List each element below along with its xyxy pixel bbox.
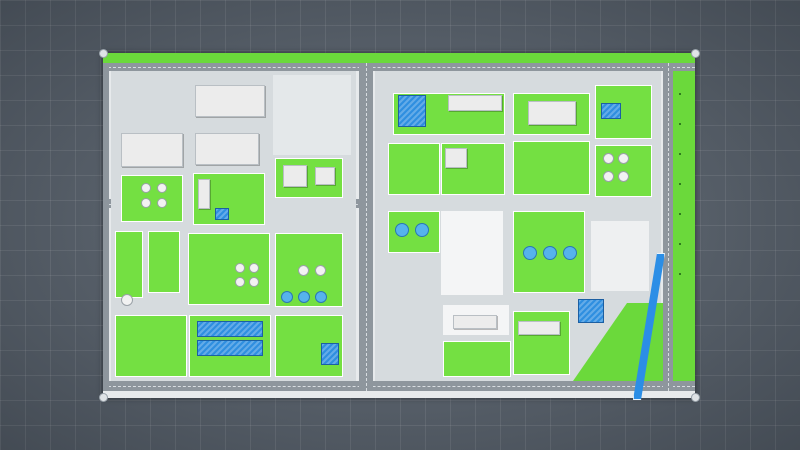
tank-e9 (563, 246, 577, 260)
drag-handle-icon[interactable] (691, 393, 700, 402)
building-e1[interactable] (448, 95, 502, 111)
west-lawn-2 (193, 173, 265, 225)
east-lawn-4 (388, 143, 440, 195)
tank-farm-pad (441, 211, 503, 295)
basin-w2 (321, 343, 339, 365)
tank-w13 (298, 265, 309, 276)
warehouse-a[interactable] (195, 85, 265, 117)
control-building-w[interactable] (283, 165, 307, 187)
west-lawn-5 (148, 231, 180, 293)
tree-icon (679, 213, 681, 215)
building-e2[interactable] (528, 101, 576, 125)
warehouse-c[interactable] (195, 133, 259, 165)
tree-icon (679, 123, 681, 125)
south-road (103, 381, 695, 391)
tank-w2 (157, 183, 167, 193)
tank-w3 (141, 198, 151, 208)
northwest-lot (273, 75, 351, 155)
north-road (103, 63, 695, 71)
office-w[interactable] (315, 167, 335, 185)
east-green-strip (673, 71, 695, 381)
drag-handle-icon[interactable] (99, 393, 108, 402)
east-lawn-10 (591, 221, 649, 291)
building-e4[interactable] (453, 315, 497, 329)
drag-handle-icon[interactable] (691, 49, 700, 58)
basin-w1 (215, 208, 229, 220)
tank-w9 (249, 277, 259, 287)
tank-w12 (315, 291, 327, 303)
tank-w5 (121, 294, 133, 306)
tree-icon (679, 243, 681, 245)
east-lawn-6 (513, 141, 590, 195)
tank-w11 (298, 291, 310, 303)
building-e5[interactable] (518, 321, 560, 335)
tank-e4 (618, 171, 629, 182)
west-edge-road (103, 63, 109, 391)
tree-icon (679, 93, 681, 95)
tank-e1 (603, 153, 614, 164)
sedimentation-basin-2 (197, 340, 263, 356)
west-lawn-8 (115, 315, 187, 377)
building-e3[interactable] (445, 148, 467, 168)
site-plan-map[interactable] (103, 53, 695, 400)
east-lawn-11 (443, 341, 511, 377)
drag-handle-icon[interactable] (99, 49, 108, 58)
tank-e3 (603, 171, 614, 182)
tank-e5 (395, 223, 409, 237)
tank-w6 (235, 263, 245, 273)
central-avenue (359, 63, 373, 391)
east-avenue (663, 63, 673, 391)
basin-e2 (601, 103, 621, 119)
west-lawn-4 (115, 231, 143, 298)
basin-e1 (398, 95, 426, 127)
tank-w8 (235, 277, 245, 287)
tank-e8 (543, 246, 557, 260)
tree-icon (679, 273, 681, 275)
basin-e3 (578, 299, 604, 323)
warehouse-b[interactable] (121, 133, 183, 167)
tree-icon (679, 153, 681, 155)
tank-e2 (618, 153, 629, 164)
pump-house-w[interactable] (198, 179, 210, 209)
west-lawn-1 (121, 175, 183, 222)
tank-w14 (315, 265, 326, 276)
tank-e7 (523, 246, 537, 260)
tank-w1 (141, 183, 151, 193)
sedimentation-basin-1 (197, 321, 263, 337)
tank-w10 (281, 291, 293, 303)
tree-icon (679, 183, 681, 185)
tank-w4 (157, 198, 167, 208)
tank-e6 (415, 223, 429, 237)
tank-w7 (249, 263, 259, 273)
north-green-strip (103, 53, 695, 64)
